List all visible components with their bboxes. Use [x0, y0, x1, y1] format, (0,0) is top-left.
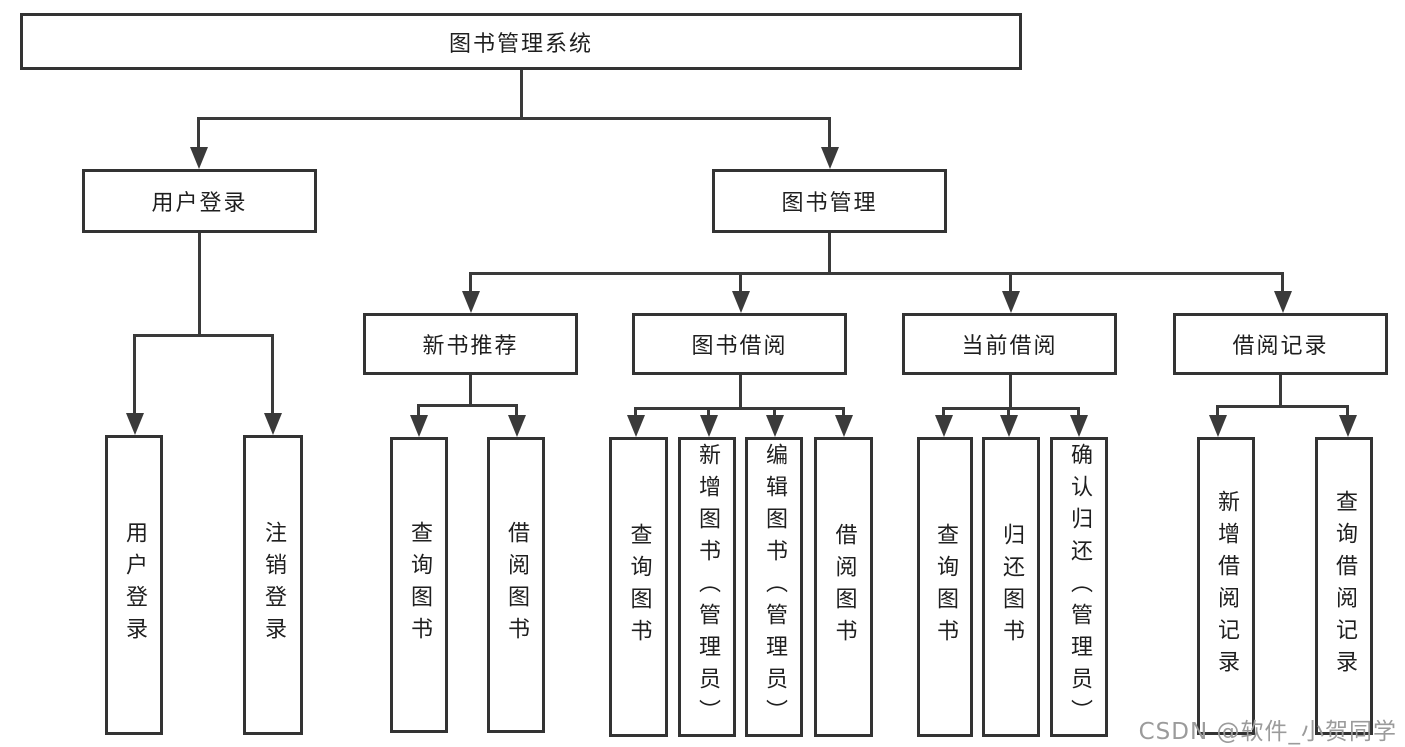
leaf-br-query-record: 查询借阅记录	[1315, 437, 1373, 735]
leaf-nbr-query-books: 查询图书	[390, 437, 448, 733]
arrowhead	[1209, 415, 1227, 437]
leaf-cb-query-books: 查询图书	[917, 437, 973, 737]
node-borrow-records: 借阅记录	[1173, 313, 1388, 375]
arrowhead	[835, 415, 853, 437]
connector-drop	[1007, 407, 1010, 417]
connector-drop	[133, 334, 136, 415]
leaf-user-login: 用户登录	[105, 435, 163, 735]
connector-drop	[942, 407, 945, 417]
connector-drop	[1009, 272, 1012, 293]
arrowhead	[126, 413, 144, 435]
arrowhead	[700, 415, 718, 437]
connector-drop	[271, 334, 274, 415]
arrowhead	[1000, 415, 1018, 437]
node-current-borrow: 当前借阅	[902, 313, 1117, 375]
connector-drop	[1346, 405, 1349, 417]
arrowhead	[190, 147, 208, 169]
arrowhead	[508, 415, 526, 437]
arrowhead	[627, 415, 645, 437]
arrowhead	[462, 291, 480, 313]
leaf-bb-borrow-books: 借阅图书	[814, 437, 873, 737]
connector-level2-rail	[469, 272, 1283, 275]
leaf-bb-edit-books-admin: 编辑图书（管理员）	[745, 437, 803, 737]
connector-drop	[515, 404, 518, 417]
connector-drop	[707, 407, 710, 417]
arrowhead	[1274, 291, 1292, 313]
connector-level1-rail	[197, 117, 831, 120]
connector-drop	[417, 404, 420, 417]
connector-cb-rail	[942, 407, 1080, 410]
node-book-borrow: 图书借阅	[632, 313, 847, 375]
arrowhead	[732, 291, 750, 313]
leaf-br-add-record: 新增借阅记录	[1197, 437, 1255, 735]
connector-drop	[739, 272, 742, 293]
connector-drop	[773, 407, 776, 417]
connector-userlogin-stem	[198, 233, 201, 336]
watermark: CSDN @软件_小贺同学	[1138, 719, 1397, 745]
node-root: 图书管理系统	[20, 13, 1022, 70]
connector-drop	[842, 407, 845, 417]
connector-drop	[1077, 407, 1080, 417]
arrowhead	[1002, 291, 1020, 313]
arrowhead	[1339, 415, 1357, 437]
leaf-cb-confirm-return-admin: 确认归还（管理员）	[1050, 437, 1108, 737]
arrowhead	[821, 147, 839, 169]
connector-cb-stem	[1009, 375, 1012, 409]
arrowhead	[766, 415, 784, 437]
leaf-bb-add-books-admin: 新增图书（管理员）	[678, 437, 736, 737]
connector-bb-rail	[634, 407, 845, 410]
connector-br-stem	[1279, 375, 1282, 407]
connector-drop	[197, 117, 200, 150]
connector-nbr-stem	[469, 375, 472, 406]
node-new-book-recommend: 新书推荐	[363, 313, 578, 375]
arrowhead	[935, 415, 953, 437]
connector-br-rail	[1216, 405, 1349, 408]
leaf-logout-login: 注销登录	[243, 435, 303, 735]
leaf-cb-return-books: 归还图书	[982, 437, 1040, 737]
arrowhead	[1070, 415, 1088, 437]
connector-root-stem	[520, 70, 523, 119]
connector-drop	[1281, 272, 1284, 293]
connector-drop	[469, 272, 472, 293]
connector-drop	[828, 117, 831, 150]
connector-drop	[634, 407, 637, 417]
arrowhead	[264, 413, 282, 435]
connector-userlogin-rail	[133, 334, 274, 337]
arrowhead	[410, 415, 428, 437]
connector-bookmgmt-stem	[828, 233, 831, 274]
connector-bb-stem	[739, 375, 742, 409]
node-book-management: 图书管理	[712, 169, 947, 233]
leaf-bb-query-books: 查询图书	[609, 437, 668, 737]
leaf-nbr-borrow-books: 借阅图书	[487, 437, 545, 733]
connector-drop	[1216, 405, 1219, 417]
connector-nbr-rail	[417, 404, 518, 407]
node-user-login: 用户登录	[82, 169, 317, 233]
